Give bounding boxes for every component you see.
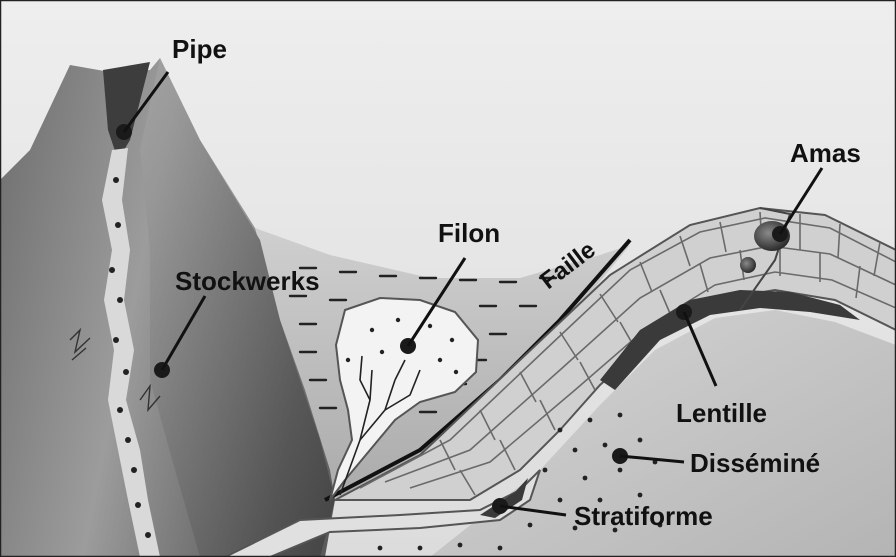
lentille-label: Lentille [676, 398, 767, 428]
dissemine-label: Disséminé [690, 448, 820, 478]
stockwerks-label: Stockwerks [175, 266, 320, 296]
filon-label: Filon [438, 218, 500, 248]
pipe-label: Pipe [172, 34, 227, 64]
amas-label: Amas [790, 138, 861, 168]
stratiforme-label: Stratiforme [574, 501, 713, 531]
